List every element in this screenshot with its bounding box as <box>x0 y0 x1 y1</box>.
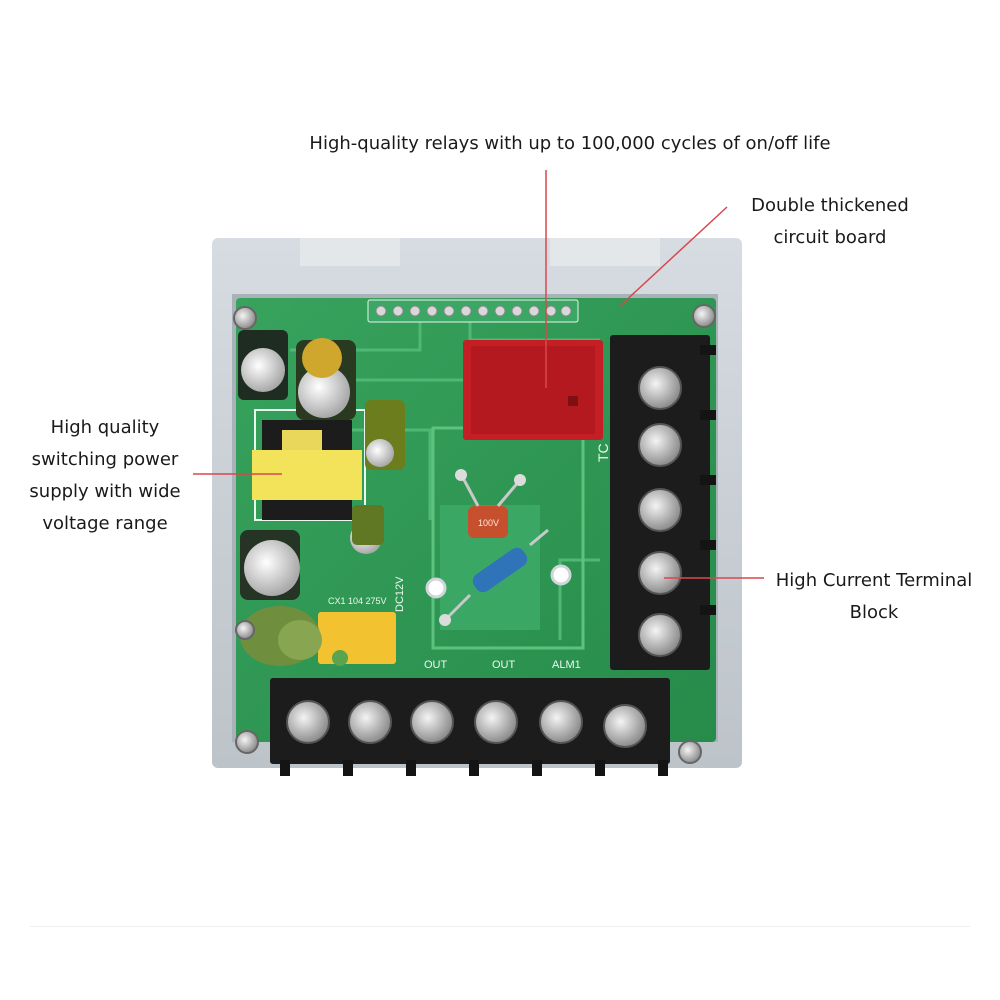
marking-out-1: OUT <box>424 659 448 671</box>
callout-terminal-block: High Current Terminal Block <box>764 565 984 629</box>
inductor <box>240 606 322 666</box>
callout-power-supply: High quality switching power supply with… <box>10 412 200 540</box>
electrolytic-capacitors <box>238 330 405 600</box>
marking-cap: CX1 104 275V <box>328 596 387 606</box>
corner-screws <box>233 304 716 764</box>
transformer <box>252 420 362 520</box>
marking-out-2: OUT <box>492 659 516 671</box>
callout-terminal-line-1: High Current Terminal <box>775 570 973 591</box>
callout-relays: High-quality relays with up to 100,000 c… <box>309 133 831 154</box>
marking-alm1: ALM1 <box>552 659 581 671</box>
callout-power-line-3: supply with wide <box>29 481 181 502</box>
callout-power-line-1: High quality <box>50 417 160 438</box>
pin-header <box>367 299 579 323</box>
resistor <box>439 528 549 626</box>
callout-leaders <box>193 170 764 579</box>
x-capacitor <box>318 612 396 666</box>
relay <box>463 340 603 440</box>
footer-divider <box>30 926 970 927</box>
callout-power-line-2: switching power <box>31 449 179 470</box>
callout-circuit-board: Double thickened circuit board <box>720 190 940 254</box>
callout-terminal-line-2: Block <box>849 602 899 623</box>
film-capacitor <box>455 469 526 538</box>
right-terminal-block <box>610 335 716 670</box>
marking-tc: TC <box>595 443 611 462</box>
callout-board-line-2: circuit board <box>773 227 887 248</box>
mounting-holes <box>425 564 572 599</box>
marking-resistor-cap: 100V <box>478 518 499 528</box>
bottom-terminal-block <box>270 678 670 776</box>
callout-board-line-1: Double thickened <box>751 195 909 216</box>
marking-dc12v: DC12V <box>394 576 406 612</box>
callout-power-line-4: voltage range <box>42 513 168 534</box>
